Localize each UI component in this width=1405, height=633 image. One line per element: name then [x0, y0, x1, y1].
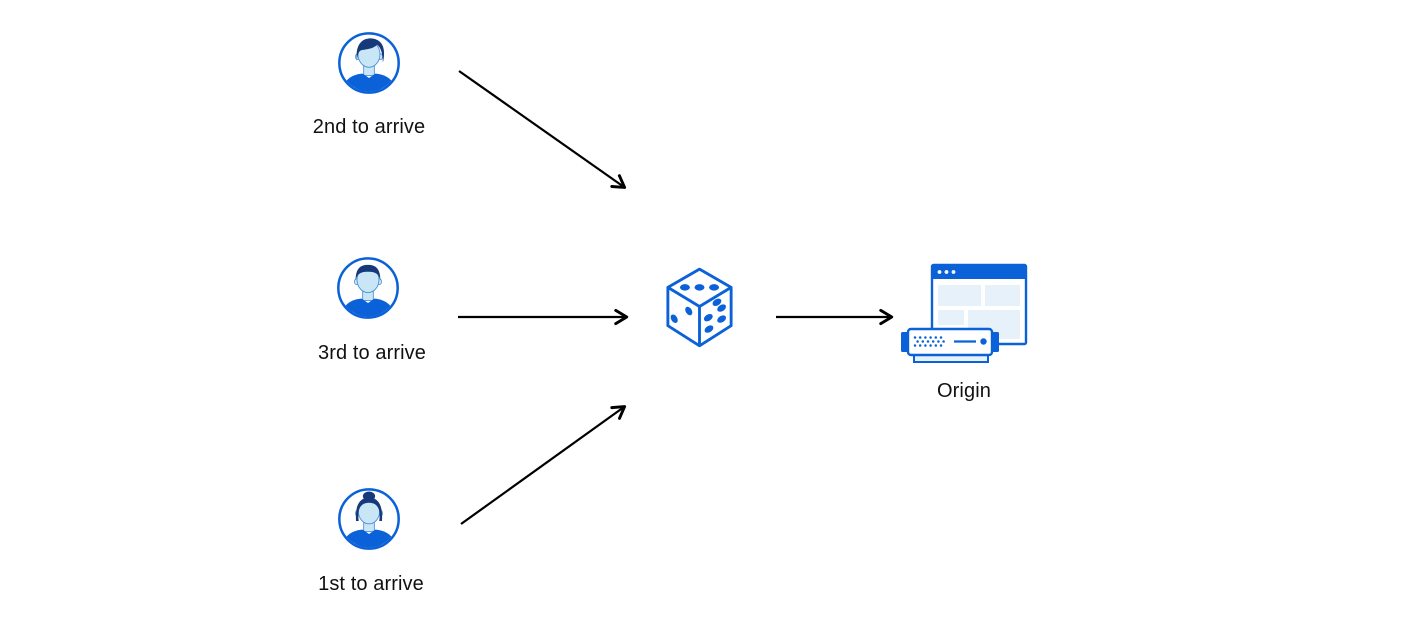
- avatar-male-swoop-icon: [338, 32, 400, 94]
- dice-icon: [666, 267, 733, 348]
- arrow-2nd-to-dice: [458, 70, 627, 189]
- user-label-2nd: 2nd to arrive: [312, 116, 426, 138]
- origin-node: Origin: [898, 262, 1030, 402]
- origin-label: Origin: [937, 380, 991, 402]
- browser-titlebar: [932, 265, 1026, 279]
- origin-server-icon: [901, 263, 1028, 363]
- server-rack-unit: [901, 327, 999, 363]
- dice-node: [665, 267, 734, 348]
- user-node-3rd: 3rd to arrive: [318, 256, 426, 364]
- user-label-3rd: 3rd to arrive: [317, 342, 426, 364]
- user-label-1st: 1st to arrive: [318, 573, 424, 595]
- arrow-1st-to-dice: [460, 405, 627, 525]
- user-node-2nd: 2nd to arrive: [313, 31, 425, 138]
- avatar-male-flattop-icon: [337, 257, 399, 319]
- user-node-1st: 1st to arrive: [318, 487, 424, 595]
- avatar-female-bun-icon: [338, 488, 400, 550]
